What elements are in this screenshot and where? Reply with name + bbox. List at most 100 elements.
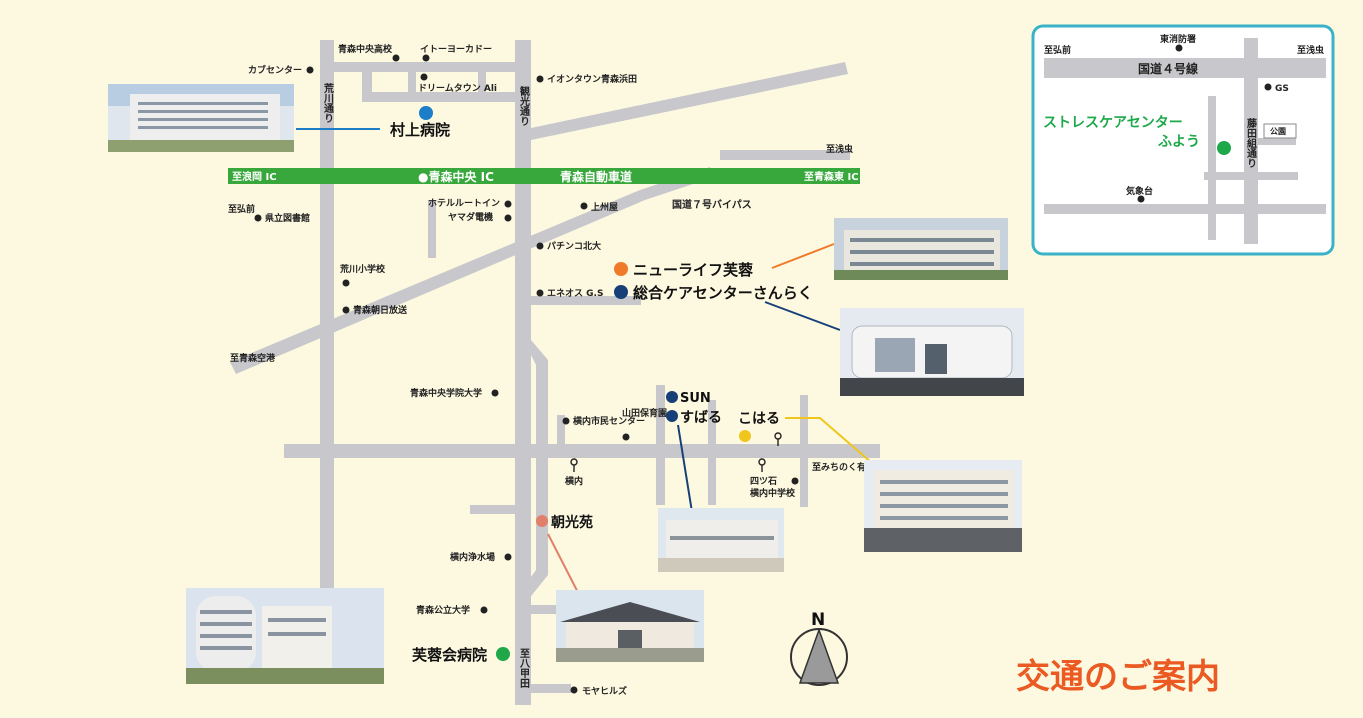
landmark-yokouchi: 横内 (565, 475, 583, 487)
inset-fujita: 藤田組通り (1245, 117, 1257, 168)
building-photos (108, 84, 1024, 684)
landmark-junior-high: 横内中学校 (750, 487, 796, 499)
landmark-pachinko: パチンコ北大 (547, 240, 601, 252)
road-eneos (531, 296, 641, 305)
road-arakawa (320, 40, 334, 670)
inset-road-3 (1204, 172, 1298, 180)
landmark-itoyokado: イトーヨーカドー (420, 44, 492, 55)
road-koharu-v2 (800, 395, 808, 507)
expressway-name-label: 青森自動車道 (560, 169, 632, 184)
sun-marker (666, 391, 678, 403)
photo-murakami (108, 84, 294, 152)
landmark-kabu: カブセンター (248, 64, 302, 76)
pin-icon (570, 432, 782, 472)
landmark-univ: 青森中央学院大学 (410, 387, 482, 399)
landmark-dot (306, 66, 314, 74)
facility-koharu: こはる (738, 411, 780, 427)
expressway-ic-label: ●青森中央 IC (418, 169, 494, 184)
landmark-dot (570, 686, 578, 694)
landmark-dot (480, 606, 488, 614)
landmark-dot (254, 214, 262, 222)
landmark-dot (491, 389, 499, 397)
landmark-dot (1137, 195, 1145, 203)
road-hotel (428, 200, 436, 258)
road-label-hirosaki: 至弘前 (228, 203, 255, 215)
landmark-dot (580, 202, 588, 210)
landmark-library: 県立図書館 (265, 212, 310, 224)
inset-center: ストレスケアセンター (1043, 115, 1183, 131)
leader-lines (296, 128, 881, 613)
compass-label: N (811, 610, 825, 630)
landmark-dot (536, 289, 544, 297)
landmark-yotsuishi: 四ツ石 (750, 476, 777, 487)
road-label-hachikoda: 至八甲田 (518, 648, 531, 689)
inset-center-marker (1217, 141, 1231, 155)
sanraku-marker (614, 285, 628, 299)
road-network (230, 40, 880, 705)
photo-fuyokai (186, 588, 384, 684)
landmark-arakawa-school: 荒川小学校 (339, 263, 386, 275)
landmark-dot (392, 54, 400, 62)
landmark-public-univ: 青森公立大学 (416, 604, 470, 616)
landmark-dot (562, 417, 570, 425)
inset-route: 国道４号線 (1138, 61, 1198, 76)
road-expressway-asamushi (720, 150, 850, 160)
landmark-dot (504, 214, 512, 222)
landmark-dot (342, 279, 350, 287)
landmark-dot (536, 242, 544, 250)
road-label-airport: 至青森空港 (230, 352, 276, 364)
road-bypass (230, 167, 714, 374)
landmark-dot (504, 553, 512, 561)
expressway-right-label: 至青森東 IC (804, 170, 859, 183)
road-top-inner-2 (362, 92, 517, 102)
road-kanko (515, 40, 531, 705)
inset-road-4 (1258, 138, 1296, 145)
photo-subaru (658, 508, 784, 572)
page-title: 交通のご案内 (1016, 657, 1220, 697)
inset-weather: 気象台 (1126, 185, 1153, 197)
road-moya (531, 684, 571, 693)
road-top-inner-1 (362, 72, 372, 100)
landmark-koko: 青森中央高校 (338, 43, 393, 55)
facility-sun: SUN (680, 391, 711, 406)
koharu-marker (739, 430, 751, 442)
landmark-water: 横内浄水場 (450, 551, 495, 563)
inset-center-2: ふよう (1158, 134, 1200, 150)
landmark-dream: ドリームタウン Ali (418, 82, 497, 94)
road-south-h (470, 505, 530, 514)
facility-chokoen: 朝光苑 (551, 514, 593, 531)
inset-road-fujita (1244, 38, 1258, 244)
facility-markers: 村上病院 ニューライフ芙蓉 総合ケアセンターさんらく SUN すばる こはる 朝… (390, 106, 813, 664)
landmark-yamada: ヤマダ電機 (448, 211, 493, 223)
photo-chokoen (556, 590, 704, 662)
landmark-eneos: エネオス G.S (547, 288, 603, 299)
inset-fire: 東消防署 (1160, 33, 1196, 45)
road-sun-v (656, 385, 665, 505)
chokoen-marker (536, 515, 548, 527)
landmark-moya: モヤヒルズ (582, 685, 627, 697)
fuyokai-marker (496, 647, 510, 661)
road-label-asamushi: 至浅虫 (826, 143, 853, 155)
landmark-dot (1175, 44, 1183, 52)
landmark-dot (504, 200, 512, 208)
inset-hirosaki: 至弘前 (1044, 44, 1071, 56)
newlife-marker (614, 262, 628, 276)
inset-park-box (1263, 123, 1297, 139)
landmark-yamada-nursery: 山田保育園 (622, 407, 667, 419)
inset-road-1 (1208, 96, 1216, 240)
facility-sanraku: 総合ケアセンターさんらく (633, 284, 813, 302)
landmark-yokouchi-center: 横内市民センター (573, 415, 645, 427)
road-branch-sw (520, 340, 548, 600)
road-main-horizontal (284, 444, 880, 458)
landmark-dot (1264, 83, 1272, 91)
landmark-joshu: 上州屋 (591, 201, 618, 213)
facility-fuyokai: 芙蓉会病院 (411, 646, 487, 664)
photo-newlife (834, 218, 1008, 280)
landmark-dot (791, 477, 799, 485)
murakami-marker (419, 106, 433, 120)
compass: N (790, 610, 848, 686)
road-top (332, 62, 517, 72)
facility-murakami: 村上病院 (390, 121, 450, 139)
expressway-band (228, 168, 860, 184)
subaru-marker (666, 410, 678, 422)
